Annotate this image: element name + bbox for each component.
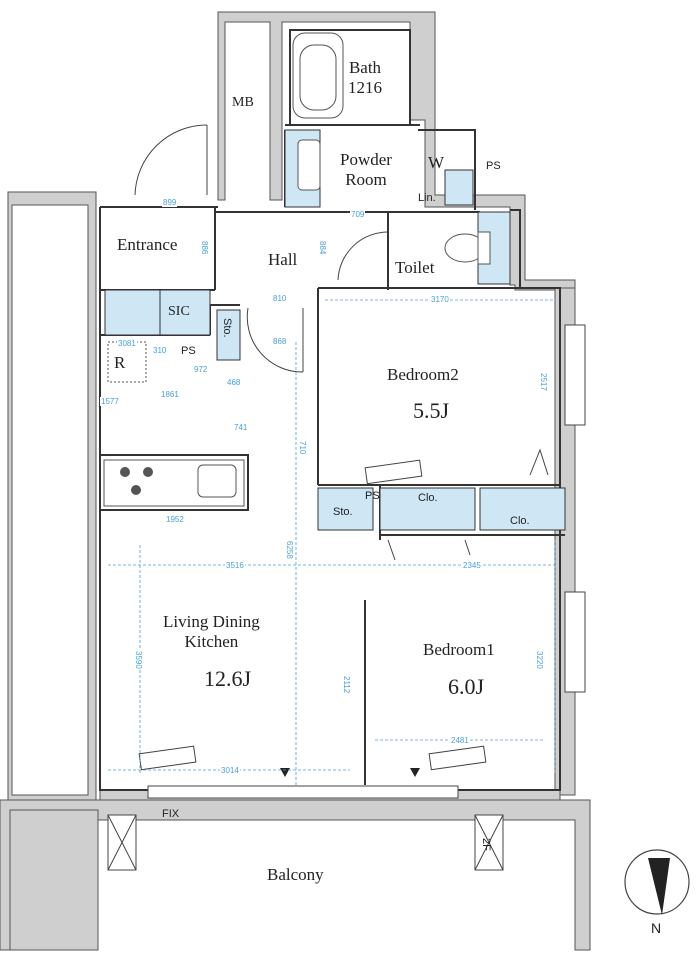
dim-ldk-depth: 3590 bbox=[134, 650, 143, 670]
dim-hall-passage: 868 bbox=[272, 337, 288, 346]
ps-kitchen-label: PS bbox=[181, 345, 196, 357]
powder-room-line1: Powder bbox=[340, 150, 392, 169]
north-arrow-icon bbox=[624, 849, 690, 915]
toilet-label: Toilet bbox=[395, 258, 435, 277]
mb-label: MB bbox=[232, 95, 254, 110]
dim-kitchen-e: 1577 bbox=[100, 397, 120, 406]
living-label: Living Dining Kitchen bbox=[163, 612, 260, 652]
dim-bedroom1-window: 2481 bbox=[450, 736, 470, 745]
balcony-units bbox=[107, 814, 504, 871]
compass-north-label: N bbox=[651, 920, 662, 936]
dim-kitchen-h: 710 bbox=[298, 440, 307, 456]
bath-name: Bath bbox=[348, 58, 382, 77]
kitchen-counter bbox=[103, 459, 245, 507]
dim-kitchen-a: 3081 bbox=[117, 339, 137, 348]
storage-areas bbox=[104, 129, 566, 531]
dim-ldk-width: 3516 bbox=[225, 561, 245, 570]
dim-bedroom1-depth: 3220 bbox=[535, 650, 544, 670]
dim-bedroom2-width: 3170 bbox=[430, 295, 450, 304]
stove-icon bbox=[120, 467, 153, 495]
bedroom2-name: Bedroom2 bbox=[387, 365, 459, 384]
dim-entrance-width: 899 bbox=[162, 198, 178, 207]
bedroom2-size: 5.5J bbox=[413, 398, 450, 423]
hall-label: Hall bbox=[268, 250, 298, 269]
dim-bedroom1-width: 2345 bbox=[462, 561, 482, 570]
fix-label: FIX bbox=[162, 808, 180, 820]
powder-room-label: Powder Room bbox=[340, 150, 392, 190]
dim-bedroom2-depth: 2517 bbox=[539, 372, 548, 392]
refrigerator-space bbox=[107, 341, 147, 383]
ps-top-label: PS bbox=[486, 160, 501, 172]
dim-kitchen-b: 310 bbox=[152, 346, 168, 355]
balcony-label: Balcony bbox=[267, 865, 324, 884]
dim-kitchen-d: 468 bbox=[226, 378, 242, 387]
air-conditioner-icons bbox=[138, 459, 487, 771]
bathtub-icon bbox=[292, 32, 344, 119]
dim-ldk-total-depth: 6258 bbox=[285, 540, 294, 560]
bath-size: 1216 bbox=[348, 78, 382, 97]
dim-hall-depth: 884 bbox=[318, 240, 327, 256]
door-swings bbox=[134, 124, 549, 561]
living-name-line1: Living Dining bbox=[163, 612, 260, 631]
powder-room-line2: Room bbox=[345, 170, 387, 189]
washbasin-icon bbox=[297, 139, 321, 191]
closet-bed2-label: Clo. bbox=[418, 492, 438, 504]
dimension-lines bbox=[108, 299, 556, 785]
entrance-label: Entrance bbox=[117, 235, 178, 254]
interior-lines bbox=[99, 29, 565, 791]
storage-hall-label: Sto. bbox=[221, 318, 233, 338]
closet-bed1-label: Clo. bbox=[510, 515, 530, 527]
dim-kitchen-g: 741 bbox=[233, 423, 249, 432]
living-name-line2: Kitchen bbox=[184, 632, 239, 651]
dim-kitchen-f: 1861 bbox=[160, 390, 180, 399]
linen-label: Lin. bbox=[418, 192, 436, 204]
living-size: 12.6J bbox=[204, 666, 252, 691]
refrigerator-label: R bbox=[114, 353, 126, 372]
entry-markers bbox=[280, 768, 420, 777]
dim-entrance-depth: 886 bbox=[200, 240, 209, 256]
washer-label: W bbox=[428, 153, 445, 172]
bedroom1-size: 6.0J bbox=[448, 674, 485, 699]
dim-hall-width: 810 bbox=[272, 294, 288, 303]
toilet-icon bbox=[444, 231, 491, 265]
dim-passage-depth: 2112 bbox=[342, 675, 351, 695]
sic-label: SIC bbox=[168, 304, 190, 319]
dim-powder-width: 709 bbox=[350, 210, 366, 219]
bedroom1-name: Bedroom1 bbox=[423, 640, 495, 659]
dim-ldk-window: 3014 bbox=[220, 766, 240, 775]
unit-2f-label: 2F bbox=[480, 838, 492, 851]
dim-counter-width: 1952 bbox=[165, 515, 185, 524]
dim-kitchen-c: 972 bbox=[193, 365, 209, 374]
windows bbox=[147, 324, 586, 799]
bath-label: Bath 1216 bbox=[348, 58, 382, 98]
storage-bed2-label: Sto. bbox=[333, 506, 353, 518]
ps-bed2-label: PS bbox=[365, 490, 380, 502]
